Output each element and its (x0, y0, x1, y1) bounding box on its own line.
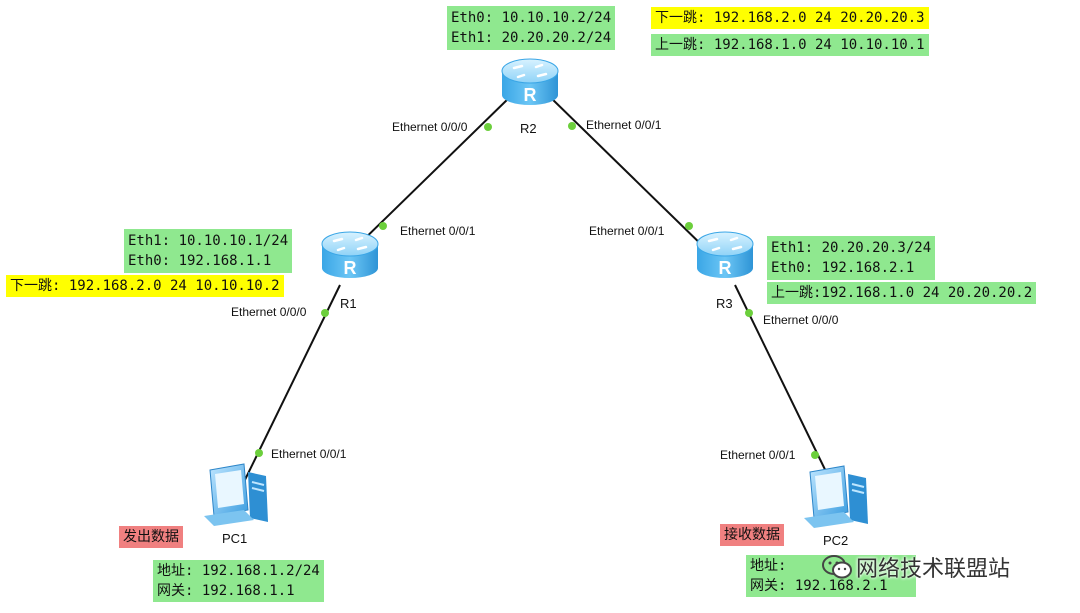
port-dot-r3-e000 (745, 309, 753, 317)
port-label-r3-e001: Ethernet 0/0/1 (589, 224, 665, 238)
router-icon-r1[interactable]: R (321, 231, 379, 278)
watermark: 网络技术联盟站 (822, 551, 1010, 583)
r3-interface-label: Eth1: 20.20.20.3/24 Eth0: 192.168.2.1 (767, 236, 936, 280)
port-label-pc2-e001: Ethernet 0/0/1 (720, 448, 796, 462)
port-dot-r3-e001 (685, 222, 693, 230)
port-label-r3-e000: Ethernet 0/0/0 (763, 313, 839, 327)
port-label-r1-e000: Ethernet 0/0/0 (231, 305, 307, 319)
watermark-text: 网络技术联盟站 (856, 557, 1011, 582)
router-name-r1: R1 (340, 296, 357, 311)
port-dot-r2-e001 (568, 122, 576, 130)
pc-name-pc2: PC2 (823, 533, 849, 548)
r3-eth1-text: Eth1: 20.20.20.3/24 (771, 240, 932, 256)
port-label-r2-e000: Ethernet 0/0/0 (392, 120, 468, 134)
svg-text:R: R (524, 85, 537, 105)
r2-prev-hop-label: 上一跳: 192.168.1.0 24 10.10.10.1 (651, 34, 929, 56)
r3-eth0-text: Eth0: 192.168.2.1 (771, 260, 915, 276)
port-dot-r1-e001 (379, 222, 387, 230)
svg-text:R: R (344, 258, 357, 278)
r1-next-hop-label: 下一跳: 192.168.2.0 24 10.10.10.2 (6, 275, 284, 297)
r3-prev-hop-label: 上一跳:192.168.1.0 24 20.20.20.2 (767, 282, 1037, 304)
port-dot-r1-e000 (321, 309, 329, 317)
r2-eth0-text: Eth0: 10.10.10.2/24 (451, 10, 612, 26)
pc-icon-pc1[interactable] (204, 463, 268, 526)
pc-icon-pc2[interactable] (804, 465, 868, 528)
link-r2-r1 (349, 94, 513, 254)
pc1-addr-text: 地址: 192.168.1.2/24 (157, 563, 320, 579)
svg-text:R: R (719, 258, 732, 278)
r1-eth0-text: Eth0: 192.168.1.1 (128, 253, 272, 269)
router-name-r3: R3 (716, 296, 733, 311)
port-label-r1-e001: Ethernet 0/0/1 (400, 224, 476, 238)
link-r2-r3 (547, 94, 711, 254)
r2-eth1-text: Eth1: 20.20.20.2/24 (451, 30, 612, 46)
pc1-gw-text: 网关: 192.168.1.1 (157, 583, 295, 599)
pc1-address-label: 地址: 192.168.1.2/24 网关: 192.168.1.1 (153, 560, 324, 602)
port-dot-r2-e000 (484, 123, 492, 131)
port-dot-pc1-e001 (255, 449, 263, 457)
pc2-addr-text: 地址: (750, 558, 787, 574)
port-label-pc1-e001: Ethernet 0/0/1 (271, 447, 347, 461)
pc2-receive-tag: 接收数据 (720, 524, 784, 546)
pc2-gw-text: 网关: 192.168.2.1 (750, 578, 888, 594)
router-icon-r3[interactable]: R (696, 231, 754, 278)
r2-interface-label: Eth0: 10.10.10.2/24 Eth1: 20.20.20.2/24 (447, 6, 616, 50)
r1-eth1-text: Eth1: 10.10.10.1/24 (128, 233, 289, 249)
pc-name-pc1: PC1 (222, 531, 248, 546)
wechat-icon (822, 555, 852, 579)
router-name-r2: R2 (520, 121, 537, 136)
r1-interface-label: Eth1: 10.10.10.1/24 Eth0: 192.168.1.1 (124, 229, 293, 273)
r2-next-hop-label: 下一跳: 192.168.2.0 24 20.20.20.3 (651, 7, 929, 29)
pc1-send-tag: 发出数据 (119, 526, 183, 548)
port-dot-pc2-e001 (811, 451, 819, 459)
router-icon-r2[interactable]: R (501, 58, 559, 105)
port-label-r2-e001: Ethernet 0/0/1 (586, 118, 662, 132)
